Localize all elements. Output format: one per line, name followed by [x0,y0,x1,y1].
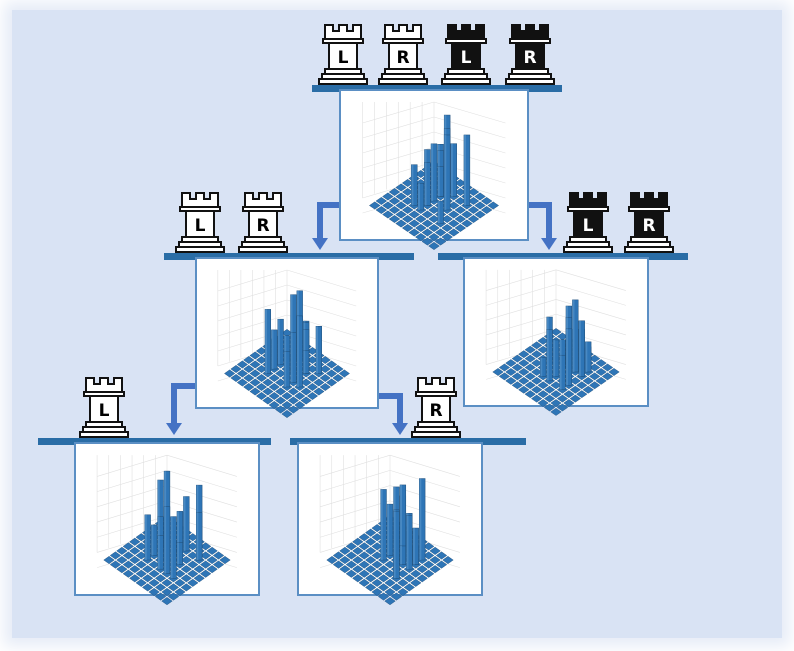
rook-letter: R [523,48,536,68]
rook-piece-white-l: L [175,192,225,253]
3d-histogram-image [339,89,529,250]
tree-node-level-0-0 [312,85,562,92]
rook-piece-white-l: L [79,377,129,438]
shelf-bar [164,253,414,260]
3d-histogram-image [195,257,379,418]
rook-piece-white-l: L [318,24,368,85]
rook-letter: L [195,216,206,236]
rook-piece-black-r: R [624,192,674,253]
3d-histogram-image [463,257,649,416]
rook-piece-white-r: R [378,24,428,85]
rook-letter: R [429,401,442,421]
bent-arrow-icon [378,393,408,435]
shelf-bar [312,85,562,92]
rook-piece-black-l: L [441,24,491,85]
rook-piece-black-r: R [505,24,555,85]
3d-histogram-image [74,442,260,606]
rook-letter: R [396,48,409,68]
shelf-bar [438,253,688,260]
shelf-bar [290,438,526,445]
rook-letter: L [338,48,349,68]
tree-node-level-2-0 [38,438,271,445]
bent-arrow-icon [166,383,196,435]
bent-arrow-icon [312,202,340,250]
tree-node-level-1-1 [438,253,688,260]
tree-node-level-2-1 [290,438,526,445]
rook-letter: L [583,216,594,236]
rook-letter: L [99,401,110,421]
tree-node-level-1-0 [164,253,414,260]
rook-piece-white-r: R [238,192,288,253]
shelf-bar [38,438,271,445]
3d-histogram-image [297,442,483,606]
rook-piece-white-r: R [411,377,461,438]
rook-letter: R [256,216,269,236]
rook-letter: R [642,216,655,236]
rook-piece-black-l: L [563,192,613,253]
rook-letter: L [461,48,472,68]
bent-arrow-icon [528,202,557,250]
